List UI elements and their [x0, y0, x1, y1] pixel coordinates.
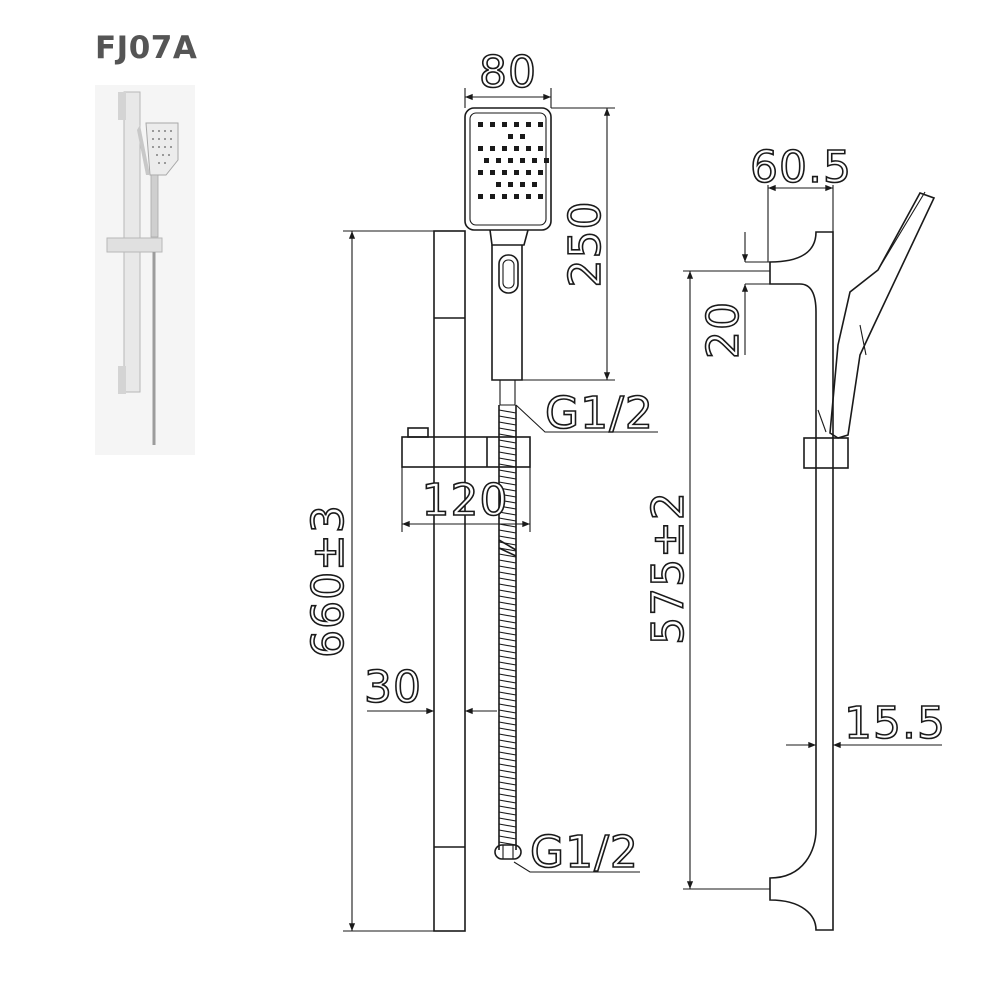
spray-nozzle: [502, 146, 507, 151]
thread-callout-top: G1/2: [515, 387, 658, 440]
spray-nozzle: [520, 158, 525, 163]
label-wall-gap: 15.5: [844, 698, 946, 749]
spray-nozzle: [478, 194, 483, 199]
spray-nozzle: [538, 194, 543, 199]
spray-nozzle: [544, 158, 549, 163]
thread-callout-bottom: G1/2: [513, 826, 640, 879]
hand-shower-front: [464, 107, 552, 406]
spray-nozzle: [484, 158, 489, 163]
dim-hook-height: 20: [697, 232, 770, 360]
spray-nozzle: [526, 122, 531, 127]
spray-nozzle: [526, 170, 531, 175]
label-hook-height: 20: [698, 301, 749, 359]
hand-shower-side: [817, 191, 936, 439]
dim-bracket-spacing: 575±2: [642, 270, 770, 890]
label-bar-width: 30: [364, 662, 422, 713]
spray-nozzle: [508, 158, 513, 163]
slide-bar-side: [769, 231, 849, 931]
dim-overall-height: 660±3: [302, 230, 434, 932]
spray-nozzle: [538, 170, 543, 175]
spray-nozzle: [538, 146, 543, 151]
spray-nozzle: [478, 146, 483, 151]
label-head-length: 250: [560, 201, 611, 288]
spray-nozzle: [490, 170, 495, 175]
label-slider-width: 120: [422, 475, 509, 526]
spray-nozzle: [526, 194, 531, 199]
spray-nozzle: [478, 170, 483, 175]
label-overall-height: 660±3: [303, 504, 354, 658]
shower-hose-front: [494, 405, 522, 860]
dim-slider-width: 120: [401, 467, 531, 532]
spray-nozzle: [496, 158, 501, 163]
spray-nozzle: [526, 146, 531, 151]
spray-nozzle: [538, 122, 543, 127]
spray-nozzle: [478, 122, 483, 127]
spray-nozzle: [514, 170, 519, 175]
product-photo: [95, 85, 195, 455]
model-code-title: FJ07A: [95, 30, 198, 66]
spray-nozzle: [490, 146, 495, 151]
spray-nozzle: [520, 134, 525, 139]
spray-nozzle: [490, 194, 495, 199]
spray-nozzle: [508, 182, 513, 187]
hose-nut-bottom: [494, 844, 522, 860]
dim-hook-offset: 60.5: [749, 141, 852, 262]
spray-nozzle: [502, 170, 507, 175]
dim-head-width: 80: [464, 46, 552, 108]
spray-nozzle: [514, 194, 519, 199]
dim-wall-gap: 15.5: [786, 697, 946, 750]
label-head-width: 80: [479, 47, 537, 98]
label-hook-offset: 60.5: [750, 142, 852, 193]
spray-nozzle: [502, 122, 507, 127]
slider-bracket-front: [401, 427, 531, 468]
spray-nozzle: [514, 122, 519, 127]
spray-nozzle: [520, 182, 525, 187]
label-bracket-spacing: 575±2: [643, 491, 694, 645]
spray-nozzle: [508, 134, 513, 139]
spray-nozzle: [496, 182, 501, 187]
label-thread-bottom: G1/2: [530, 827, 639, 878]
spray-nozzle: [532, 158, 537, 163]
spray-nozzle: [532, 182, 537, 187]
spray-nozzle: [490, 122, 495, 127]
spray-nozzle: [514, 146, 519, 151]
dim-head-length: 250: [522, 107, 615, 381]
slide-bar-front: [433, 230, 466, 932]
spray-nozzles: [478, 122, 549, 199]
spray-nozzle: [502, 194, 507, 199]
label-thread-top: G1/2: [545, 388, 654, 439]
dim-bar-width: 30: [363, 661, 497, 715]
